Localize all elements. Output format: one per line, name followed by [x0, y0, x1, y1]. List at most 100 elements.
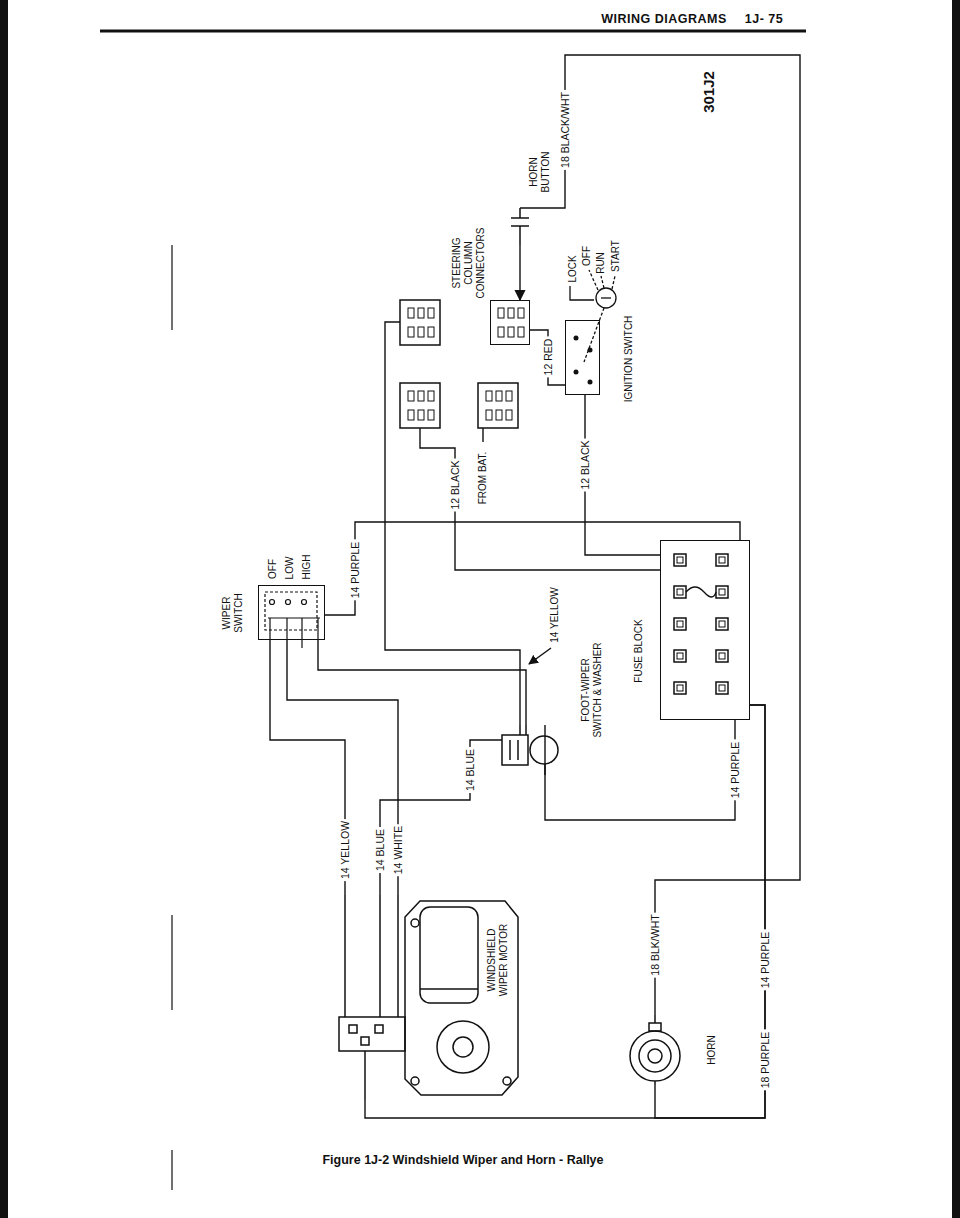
horn-terminal [654, 1015, 656, 1023]
connector-block [400, 383, 440, 428]
horn-button: HORN BUTTON [505, 200, 545, 245]
switch-lead [269, 618, 270, 640]
horn-button-symbol [519, 208, 521, 218]
figure-caption: Figure 1J-2 Windshield Wiper and Horn - … [322, 1153, 603, 1168]
connector-block [478, 383, 518, 428]
wire-connector [325, 522, 740, 615]
connector-pins [408, 308, 434, 337]
switch-lead [317, 618, 318, 640]
position-tick [601, 276, 604, 288]
wire-connector [530, 330, 565, 385]
switch-contact [588, 380, 593, 385]
horn-terminal [649, 1023, 661, 1031]
switch-pin [525, 725, 527, 735]
wire-label: 18 BLACK/WHT [559, 90, 571, 170]
position-label: HIGH [301, 555, 313, 580]
fuse-link [686, 587, 716, 597]
wire-color-label: 14 BLUE [464, 747, 476, 793]
wire-connector [545, 55, 800, 1015]
wire [364, 1051, 366, 1100]
horn-terminal [654, 1081, 656, 1085]
horn-button-symbol [511, 225, 529, 227]
component-label: FUSE BLOCK [633, 619, 645, 682]
wire-label: 18 PURPLE [759, 1030, 771, 1091]
position-label: RUN [595, 252, 607, 274]
motor-connector [339, 1017, 405, 1051]
component-label: WINDSHIELD WIPER MOTOR [486, 922, 510, 998]
fuse-clip [674, 682, 686, 694]
wiper-motor-outline [335, 895, 520, 1100]
fuse-clip [674, 650, 686, 662]
fuse-clip [674, 554, 686, 566]
key-shaft [584, 308, 604, 362]
switch-pin [509, 740, 511, 760]
motor-body [420, 907, 478, 1003]
wire-label: FROM BAT. [477, 452, 489, 505]
component-label: FOOT-WIPER SWITCH & WASHER [580, 640, 604, 740]
horn: HORN [628, 1015, 682, 1085]
wire [482, 428, 483, 442]
wire-connector [545, 720, 735, 820]
wiper-switch: WIPER SWITCHOFFLOWHIGH [258, 585, 325, 640]
switch-lead [286, 618, 287, 640]
foot-wiper-switch: FOOT-WIPER SWITCH & WASHER [498, 725, 560, 775]
margin-mark [171, 1150, 172, 1190]
wire [385, 322, 520, 725]
margin-mark [171, 915, 172, 1010]
switch-contact [270, 600, 275, 605]
ignition-key [596, 288, 616, 308]
fuse-clip [674, 618, 686, 630]
header-rule [100, 30, 806, 33]
component-label: HORN [706, 1035, 718, 1064]
position-label: OFF [267, 559, 279, 579]
wire-color-label: 18 BLK/WHT [649, 912, 661, 977]
wire-label: 14 BLUE [374, 827, 386, 873]
switch-contact [286, 600, 291, 605]
page-header: 1J- 75 [745, 13, 783, 25]
connector-pins [486, 391, 512, 420]
horn-button-symbol [520, 207, 545, 209]
fuse-clip [716, 586, 728, 598]
switch-contact [574, 370, 579, 375]
switch-bus [268, 617, 320, 618]
wire [344, 895, 346, 1017]
connector-pins [408, 391, 434, 420]
wire-color-label: 12 RED [542, 337, 554, 378]
wire-connector [287, 640, 398, 895]
horn-cone [648, 1049, 662, 1063]
connector-pin [361, 1037, 369, 1045]
connector-pin [349, 1025, 357, 1033]
wire-color-label: 14 YELLOW [339, 819, 351, 881]
connector-pin [375, 1025, 383, 1033]
wire-color-label: 14 PURPLE [729, 740, 741, 801]
wire-color-label: 14 PURPLE [759, 930, 771, 991]
component-label: WIPER SWITCH [221, 587, 245, 639]
wire-connector [585, 395, 660, 555]
fuse-clip [716, 554, 728, 566]
scan-edge [952, 0, 960, 1218]
horn-cone [639, 1040, 671, 1072]
wire-connector [318, 640, 526, 725]
switch-body [502, 735, 528, 765]
position-label: IGNITION SWITCH [623, 316, 635, 403]
ignition-key [601, 297, 611, 298]
wire-connector [270, 640, 345, 895]
mounting-hole [411, 919, 419, 927]
foot-wiper-switch-outline [498, 725, 560, 775]
page-header: WIRING DIAGRAMS [601, 13, 727, 25]
washer-bulb [530, 736, 558, 764]
wire-color-label: 12 BLACK [579, 438, 591, 491]
switch-pin [544, 764, 546, 775]
switch-contact [574, 336, 579, 341]
gearbox [453, 1037, 473, 1057]
component-label: LOCK [567, 255, 579, 282]
horn-drawing [630, 1015, 680, 1085]
horn-outline [630, 1031, 680, 1081]
connector-block [400, 300, 440, 345]
margin-mark [171, 245, 172, 330]
fuse-clip [716, 682, 728, 694]
